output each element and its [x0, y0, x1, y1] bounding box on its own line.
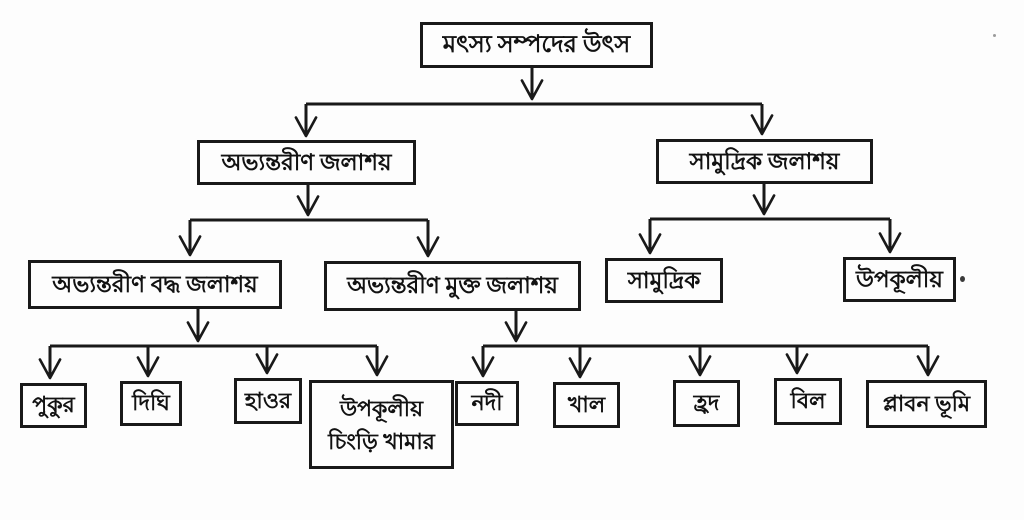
node-fish-resource-sources: মৎস্য সম্পদের উৎস	[420, 22, 653, 68]
shrimp-farm-line1: উপকূলীয়	[339, 395, 424, 421]
node-floodplain: প্লাবন ভূমি	[866, 380, 987, 428]
node-haor: হাওর	[234, 378, 302, 424]
scan-speck	[993, 34, 996, 37]
node-coastal-shrimp-farm: উপকূলীয় চিংড়ি খামার	[309, 380, 454, 469]
node-dighi: দিঘি	[120, 381, 182, 426]
shrimp-farm-line2: চিংড়ি খামার	[328, 428, 435, 454]
node-canal: খাল	[553, 382, 620, 428]
scan-speck	[960, 276, 965, 282]
node-lake: হ্রদ	[673, 380, 740, 427]
node-internal-closed-waters: অভ্যন্তরীণ বদ্ধ জলাশয়	[28, 260, 282, 309]
node-internal-open-waters: অভ্যন্তরীণ মুক্ত জলাশয়	[324, 261, 581, 311]
node-coastal: উপকূলীয়	[843, 257, 956, 302]
node-internal-waters: অভ্যন্তরীণ জলাশয়	[197, 140, 416, 185]
node-marine-waters: সামুদ্রিক জলাশয়	[656, 139, 873, 184]
node-pond: পুকুর	[20, 383, 87, 428]
node-beel: বিল	[774, 378, 842, 425]
node-river: নদী	[455, 381, 519, 426]
node-marine: সামুদ্রিক	[605, 258, 723, 303]
